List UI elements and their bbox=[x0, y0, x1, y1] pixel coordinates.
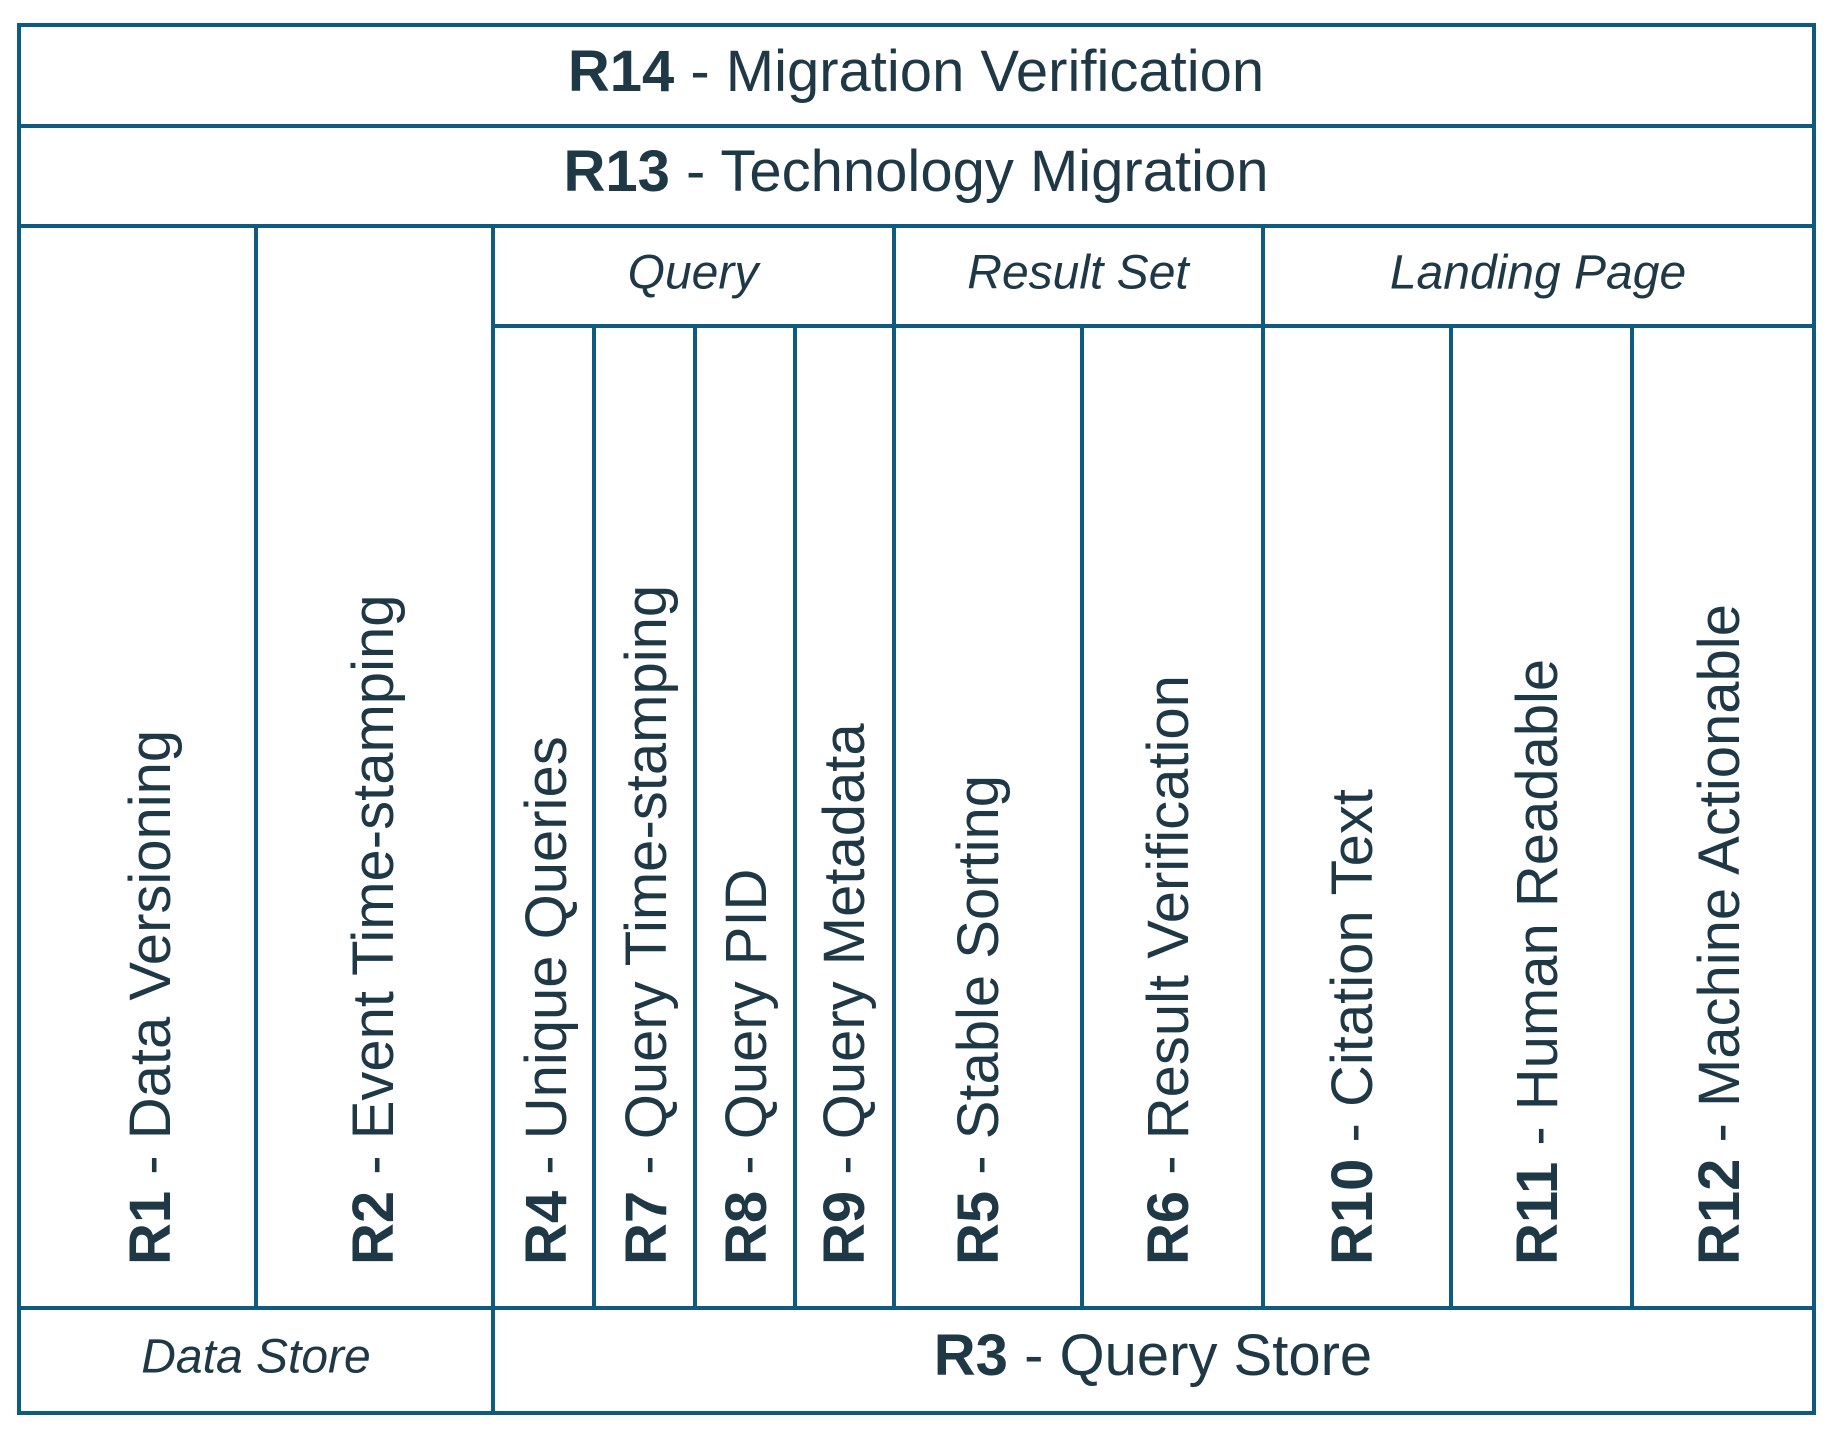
col-r1-id: R1 bbox=[118, 1191, 183, 1265]
col-r8-label: - Query PID bbox=[714, 869, 779, 1191]
col-r6-id: R6 bbox=[1136, 1191, 1201, 1265]
col-r2: R2 - Event Time-stamping bbox=[341, 595, 406, 1265]
col-r7-label: - Query Time-stamping bbox=[614, 585, 679, 1191]
row-r13-label: - Technology Migration bbox=[670, 139, 1269, 204]
col-r1: R1 - Data Versioning bbox=[118, 730, 183, 1265]
col-r5: R5 - Stable Sorting bbox=[946, 775, 1011, 1265]
col-r6: R6 - Result Verification bbox=[1136, 675, 1201, 1265]
col-r4: R4 - Unique Queries bbox=[514, 736, 579, 1265]
outer-frame bbox=[17, 23, 1816, 1415]
col-r8-id: R8 bbox=[714, 1191, 779, 1265]
col-r10: R10 - Citation Text bbox=[1320, 789, 1385, 1265]
col-r4-label: - Unique Queries bbox=[514, 736, 579, 1191]
row-r14-id: R14 bbox=[568, 39, 674, 104]
col-r12-id: R12 bbox=[1687, 1159, 1752, 1265]
col-r1-label: - Data Versioning bbox=[118, 730, 183, 1191]
row-r13-id: R13 bbox=[564, 139, 670, 204]
query-store: R3 - Query Store bbox=[934, 1323, 1372, 1388]
data-store-label: Data Store bbox=[141, 1331, 370, 1384]
col-r12: R12 - Machine Actionable bbox=[1687, 604, 1752, 1265]
col-r9: R9 - Query Metadata bbox=[812, 723, 877, 1265]
query-store-label: - Query Store bbox=[1008, 1323, 1372, 1388]
col-r6-label: - Result Verification bbox=[1136, 675, 1201, 1191]
col-r2-id: R2 bbox=[341, 1191, 406, 1265]
group-landing-page: Landing Page bbox=[1390, 247, 1686, 300]
col-r10-id: R10 bbox=[1320, 1159, 1385, 1265]
row-r14: R14 - Migration Verification bbox=[568, 39, 1264, 104]
query-store-id: R3 bbox=[934, 1323, 1008, 1388]
col-r7-id: R7 bbox=[614, 1191, 679, 1265]
col-r11: R11 - Human Readable bbox=[1505, 659, 1570, 1265]
col-r5-label: - Stable Sorting bbox=[946, 775, 1011, 1191]
group-query: Query bbox=[628, 247, 762, 300]
col-r12-label: - Machine Actionable bbox=[1687, 604, 1752, 1159]
col-r10-label: - Citation Text bbox=[1320, 789, 1385, 1159]
grid-lines bbox=[17, 23, 1816, 1415]
col-r11-label: - Human Readable bbox=[1505, 659, 1570, 1162]
col-r5-id: R5 bbox=[946, 1191, 1011, 1265]
col-r11-id: R11 bbox=[1505, 1162, 1570, 1265]
col-r7: R7 - Query Time-stamping bbox=[614, 585, 679, 1265]
col-r9-label: - Query Metadata bbox=[812, 723, 877, 1191]
group-result-set: Result Set bbox=[967, 247, 1190, 300]
row-r13: R13 - Technology Migration bbox=[564, 139, 1269, 204]
row-r14-label: - Migration Verification bbox=[674, 39, 1264, 104]
col-r8: R8 - Query PID bbox=[714, 869, 779, 1265]
col-r9-id: R9 bbox=[812, 1191, 877, 1265]
col-r4-id: R4 bbox=[514, 1191, 579, 1265]
col-r2-label: - Event Time-stamping bbox=[341, 595, 406, 1191]
